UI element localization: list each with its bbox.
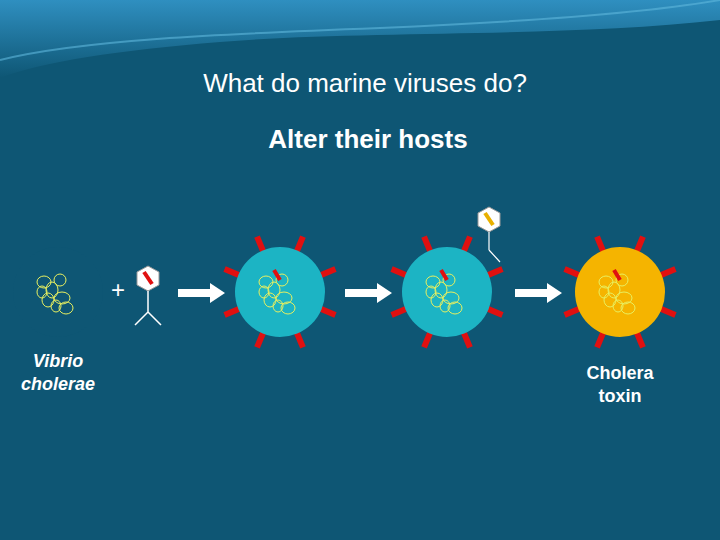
top-wave: [0, 0, 720, 78]
dna-loop: [273, 300, 283, 312]
phage-dna-insert: [441, 270, 447, 280]
cell-name: Vibrio cholerae: [6, 350, 110, 397]
process-arrow: [178, 283, 225, 303]
phage-tail: [135, 291, 161, 325]
cells-group: [13, 237, 675, 348]
cell-name: Cholera toxin: [565, 362, 675, 409]
phage-tail: [489, 232, 500, 262]
bacterial-cell: [575, 247, 665, 337]
vibrio-cell: Vibrio cholerae: [6, 350, 110, 397]
wave-line: [0, 0, 720, 60]
dna-loop: [37, 286, 47, 298]
dna-loop: [431, 293, 443, 307]
phage-dna-insert: [274, 270, 280, 280]
chromosome: [259, 270, 295, 314]
chromosome: [37, 274, 73, 314]
phage: [478, 207, 500, 262]
process-arrow: [515, 283, 562, 303]
dna-loop: [599, 286, 609, 298]
process-arrow: [345, 283, 392, 303]
dna-loop: [426, 286, 436, 298]
phage-dna: [485, 213, 493, 225]
chromosome: [599, 270, 635, 314]
dna-loop: [604, 293, 616, 307]
bacterial-cell: [402, 247, 492, 337]
dna-loop: [51, 300, 61, 312]
phage: [135, 266, 161, 325]
dna-loop: [54, 274, 66, 286]
bacterial-cell: [235, 247, 325, 337]
process-arrows: [178, 283, 562, 303]
slide-title: What do marine viruses do?: [203, 68, 527, 99]
bacterial-cell: [13, 247, 103, 337]
chromosome: [426, 270, 462, 314]
dna-loop: [259, 286, 269, 298]
phage-dna-insert: [614, 270, 620, 280]
dna-loop: [440, 300, 450, 312]
subtitle: Alter their hosts: [268, 124, 467, 155]
phage-dna: [144, 272, 152, 284]
dna-loop: [613, 300, 623, 312]
plus-sign: +: [111, 276, 125, 304]
phage-head: [137, 266, 159, 291]
toxin-cell: Cholera toxin: [565, 362, 675, 409]
dna-loop: [42, 293, 54, 307]
phage-head: [478, 207, 500, 232]
dna-loop: [264, 293, 276, 307]
